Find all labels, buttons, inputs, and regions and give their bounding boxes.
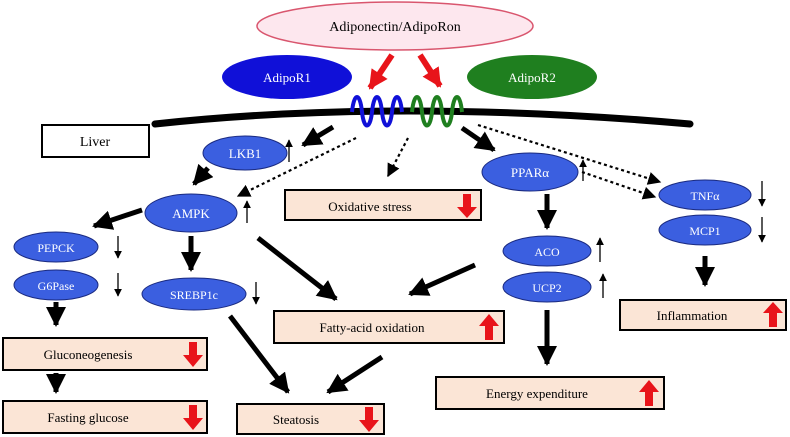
adipor1-node: AdipoR1 [222,55,352,99]
inflammation-box: Inflammation [619,299,787,331]
ampk-to-pepck-arrow [92,207,143,230]
organ-label: Liver [80,135,111,150]
ampk-label: AMPK [172,206,210,221]
pepck-node: PEPCK [13,231,99,263]
oxidative-stress-label: Oxidative stress [328,199,411,214]
fasting-glucose-down-arrow-icon [183,405,203,430]
ppara-to-tnfa-dotted-arrow [581,170,657,200]
inflammation-label: Inflammation [657,308,728,323]
receptor-to-tnfa-dotted-arrow [477,123,662,185]
ampk-node: AMPK [144,193,238,233]
lkb1-label: LKB1 [229,146,262,161]
steatosis-box: Steatosis [236,403,385,435]
organ-label-box: Liver [41,124,150,158]
receptor-to-oxidative-stress-dotted-arrow [387,137,409,178]
aco-ucp2-to-fatty-acid-oxidation-arrow [408,262,477,297]
fatty-acid-oxidation-up-arrow-icon [479,314,499,340]
adipor2-node: AdipoR2 [467,55,597,99]
ampk-to-fatty-acid-oxidation-arrow [256,236,338,301]
adipor1-label: AdipoR1 [263,70,311,85]
mcp1-label: MCP1 [689,224,720,238]
fasting-glucose-label: Fasting glucose [47,410,128,425]
srebp1c-to-steatosis-arrow [228,314,290,394]
energy-expenditure-box: Energy expenditure [435,376,665,410]
steatosis-down-arrow-icon [359,407,379,432]
fasting-glucose-box: Fasting glucose [2,400,208,434]
receptor-to-ampk-dotted-arrow [236,137,357,197]
lkb1-node: LKB1 [202,135,288,171]
energy-expenditure-label: Energy expenditure [486,386,588,401]
gluconeogenesis-label: Gluconeogenesis [44,347,133,362]
mcp1-node: MCP1 [658,214,752,246]
srebp1c-node: SREBP1c [141,277,247,311]
inflammation-up-arrow-icon [763,302,783,327]
oxidative-stress-box: Oxidative stress [284,189,482,221]
ucp2-node: UCP2 [502,271,592,303]
pepck-label: PEPCK [37,241,75,255]
aco-node: ACO [502,235,592,267]
gluconeogenesis-box: Gluconeogenesis [2,337,208,371]
g6pase-label: G6Pase [38,279,75,293]
ppara-label: PPARα [511,165,549,180]
tnfa-label: TNFα [691,189,721,203]
ligand-to-adipor1-arrow [367,53,395,90]
adipor1-coil-icon [350,95,404,128]
adipor2-label: AdipoR2 [508,70,556,85]
ligand-node: Adiponectin/AdipoRon [256,1,534,51]
oxidative-stress-down-arrow-icon [457,194,477,218]
g6pase-node: G6Pase [13,269,99,301]
fatty-acid-oxidation-box: Fatty-acid oxidation [273,310,505,344]
cell-membrane [151,107,694,128]
fatty-acid-oxidation-to-steatosis-arrow [326,354,384,395]
fatty-acid-oxidation-label: Fatty-acid oxidation [319,320,425,335]
energy-expenditure-up-arrow-icon [639,380,659,406]
gluconeogenesis-down-arrow-icon [183,342,203,367]
ligand-to-adipor2-arrow [417,53,443,88]
receptor-to-lkb1-arrow [301,124,335,148]
lkb1-to-ampk-arrow [192,163,214,186]
tnfa-node: TNFα [658,179,752,211]
srebp1c-label: SREBP1c [170,288,218,302]
adipor2-coil-icon [410,95,464,128]
receptor-to-ppara-arrow [460,125,496,153]
ligand-label: Adiponectin/AdipoRon [329,20,460,35]
aco-label: ACO [534,245,560,259]
steatosis-label: Steatosis [273,412,319,427]
ucp2-label: UCP2 [532,281,561,295]
ppara-node: PPARα [481,152,579,192]
